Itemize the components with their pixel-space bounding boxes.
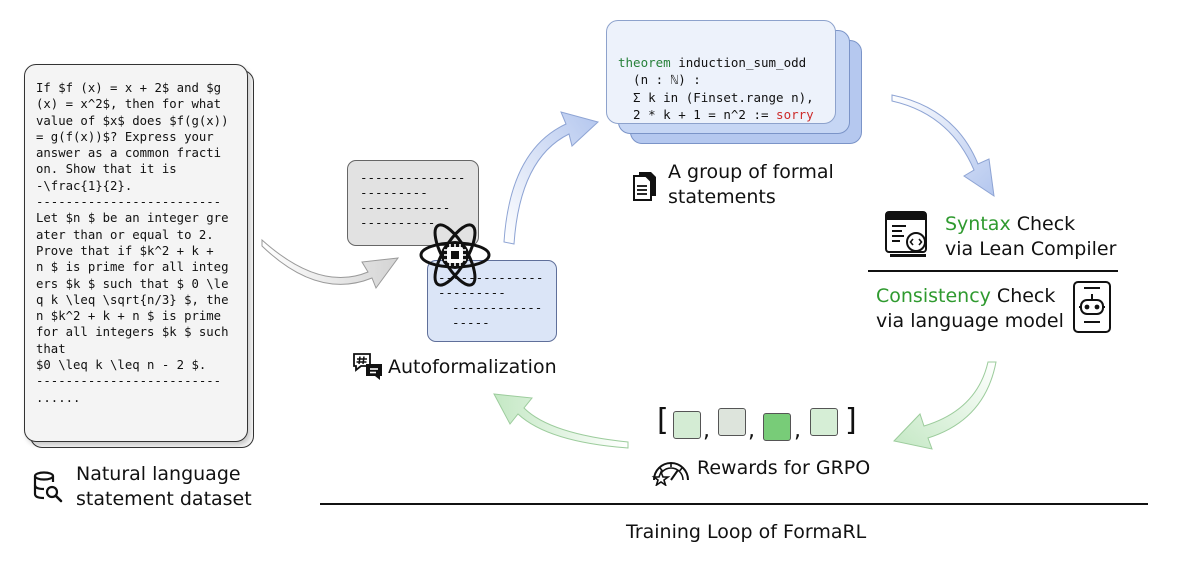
code-window-icon xyxy=(885,211,927,257)
dataset-line-16: for all integers $k $ such xyxy=(36,325,229,340)
dataset-line-6: on. Show that it is xyxy=(36,162,177,177)
dataset-line-20: ...... xyxy=(36,390,81,405)
dataset-line-10: ater than or equal to 2. xyxy=(36,227,214,242)
code-line-1: theorem induction_sum_odd xyxy=(618,54,814,72)
gauge-star-icon xyxy=(651,462,689,486)
dataset-line-12: n $ is prime for all integ xyxy=(36,260,229,275)
autoformalization-input-box xyxy=(347,160,479,246)
arrow-checks-to-rewards xyxy=(893,361,997,450)
gray-dash-line-1: -------------- xyxy=(360,170,466,185)
arrow-dataset-to-autoformalization xyxy=(261,238,400,290)
dataset-caption-line2: statement dataset xyxy=(76,488,252,510)
consistency-line1: Consistency Check xyxy=(876,284,1064,309)
dataset-line-19: ------------------------- xyxy=(36,374,222,389)
dataset-line-17: that xyxy=(36,341,66,356)
formal-caption-line2: statements xyxy=(668,186,776,208)
consistency-rest: Check xyxy=(990,285,1056,307)
dataset-line-7: -\frac{1}{2}. xyxy=(36,178,133,193)
code-line-4-main: 2 * k + 1 = n^2 := xyxy=(618,107,777,122)
code-line-4: 2 * k + 1 = n^2 := sorry xyxy=(618,106,814,124)
syntax-check-label: Syntax Check via Lean Compiler xyxy=(945,212,1116,262)
syntax-rest: Check xyxy=(1010,213,1076,235)
dataset-line-1: If $f (x) = x + 2$ and $g xyxy=(36,81,222,95)
dataset-line-4: = g(f(x))$? Express your xyxy=(36,129,214,144)
reward-comma-1: , xyxy=(703,418,710,443)
dataset-caption-line1: Natural language xyxy=(76,463,241,485)
blue-dash-line-4: ----- xyxy=(452,315,490,330)
dataset-line-13: ers $k $ such that $ 0 \le xyxy=(36,276,229,291)
gray-box-dashes: ----------------------------------------… xyxy=(360,170,465,230)
dataset-caption: Natural language statement dataset xyxy=(76,462,252,512)
reward-comma-2: , xyxy=(748,418,755,443)
reward-square-1 xyxy=(673,411,701,439)
blue-box-dashes: ---------------------------------------- xyxy=(438,270,543,330)
atom-chip-icon xyxy=(419,223,491,287)
code-keyword: theorem xyxy=(618,54,671,70)
blue-dash-line-3: ------------ xyxy=(452,300,543,315)
dataset-text: If $f (x) = x + 2$ and $g (x) = x^2$, the… xyxy=(36,80,246,406)
arrow-rewards-to-autoformalization xyxy=(493,393,629,449)
arrow-formal-to-checks xyxy=(891,94,995,198)
syntax-word: Syntax xyxy=(945,213,1011,235)
footer-divider xyxy=(320,503,1148,505)
code-line-2: (n : ℕ) : xyxy=(618,72,701,87)
dataset-line-3: value of $x$ does $f(g(x)) xyxy=(36,113,229,128)
consistency-check-label: Consistency Check via language model xyxy=(876,284,1064,334)
blue-dash-line-1: -------------- xyxy=(438,270,544,285)
dataset-line-2: (x) = x^2$, then for what xyxy=(36,97,222,112)
dataset-line-8: ------------------------- xyxy=(36,195,222,210)
gray-dash-line-4: ---------- xyxy=(360,215,436,230)
reward-square-2 xyxy=(718,408,746,436)
documents-icon xyxy=(633,172,656,201)
autoformalization-output-box xyxy=(427,260,557,342)
autoformalization-label: Autoformalization xyxy=(388,356,557,378)
rewards-open-bracket: [ xyxy=(657,403,669,438)
dataset-line-15: n $k^2 + k + n $ is prime xyxy=(36,309,222,324)
gray-dash-line-3: ------------ xyxy=(360,200,451,215)
syntax-line2: via Lean Compiler xyxy=(945,238,1117,260)
dataset-line-5: answer as a common fracti xyxy=(36,146,222,161)
gray-dash-line-2: --------- xyxy=(360,185,428,200)
syntax-line1: Syntax Check xyxy=(945,212,1116,237)
formal-statement-card-1 xyxy=(606,20,836,124)
code-theorem-name: induction_sum_odd xyxy=(670,54,807,70)
formal-caption-line1: A group of formal xyxy=(668,161,834,183)
reward-comma-3: , xyxy=(794,418,801,443)
checks-divider xyxy=(868,270,1118,272)
rewards-label: Rewards for GRPO xyxy=(697,457,871,479)
dataset-card xyxy=(24,64,248,442)
code-line-3: Σ k in (Finset.range n), xyxy=(618,89,814,105)
rewards-close-bracket: ] xyxy=(845,403,857,438)
reward-square-3 xyxy=(763,413,791,441)
reward-square-4 xyxy=(810,408,838,436)
formal-statements-caption: A group of formal statements xyxy=(668,160,834,210)
robot-device-icon xyxy=(1073,281,1111,333)
dataset-line-14: q k \leq \sqrt{n/3} $, the xyxy=(36,292,229,307)
arrow-autoformalization-to-formal xyxy=(503,111,600,245)
training-loop-label: Training Loop of FormaRL xyxy=(626,521,867,543)
consistency-line2: via language model xyxy=(876,310,1064,332)
blue-dash-line-2: --------- xyxy=(438,285,506,300)
hash-chat-icon xyxy=(353,353,382,380)
dataset-line-9: Let $n $ be an integer gre xyxy=(36,211,229,226)
dataset-line-18: $0 \leq k \leq n - 2 $. xyxy=(36,358,207,373)
dataset-line-11: Prove that if $k^2 + k + xyxy=(36,243,214,258)
database-search-icon xyxy=(33,471,63,503)
formal-statement-code: theorem induction_sum_odd (n : ℕ) : Σ k … xyxy=(618,36,814,141)
consistency-word: Consistency xyxy=(876,285,991,307)
code-sorry: sorry xyxy=(776,107,814,122)
